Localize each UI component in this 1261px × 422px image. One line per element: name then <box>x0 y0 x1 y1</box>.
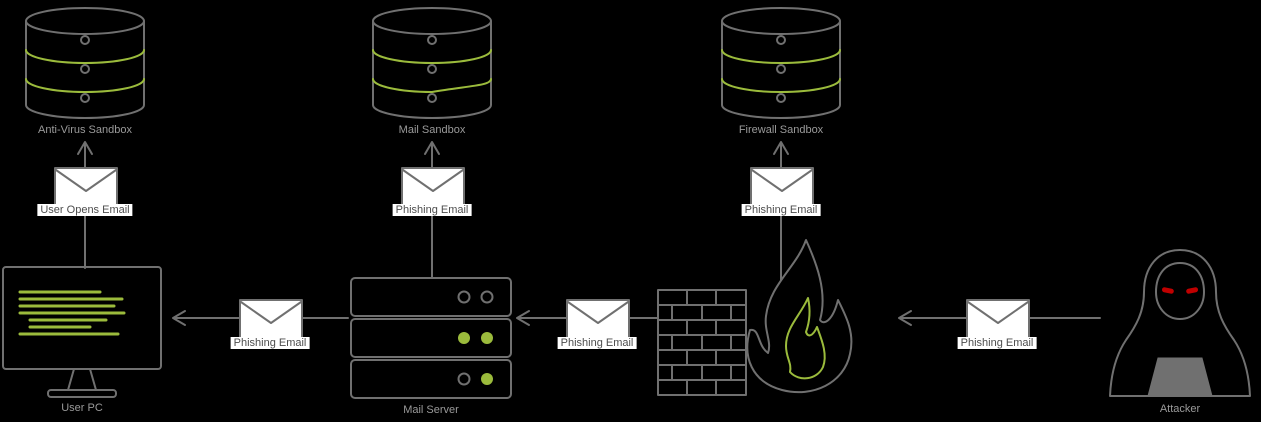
node-anti-virus-sandbox <box>24 6 146 122</box>
server-led-green <box>481 373 493 385</box>
node-attacker <box>1104 246 1256 400</box>
sandbox-label: Anti-Virus Sandbox <box>38 124 132 136</box>
brick-wall-icon <box>657 289 747 396</box>
node-label: Attacker <box>1159 403 1201 415</box>
attacker-eye <box>1186 287 1199 294</box>
arrow-head-left-1 <box>172 310 186 326</box>
database-icon <box>25 7 145 119</box>
edge-label: Phishing Email <box>230 337 310 349</box>
arrow-head-up-1 <box>77 141 93 155</box>
email-icon <box>750 167 814 207</box>
arrow-head-up-2 <box>424 141 440 155</box>
server-led <box>457 290 471 304</box>
edge-label: User Opens Email <box>37 204 133 216</box>
server-led <box>457 372 471 386</box>
node-firewall <box>656 230 868 402</box>
edge-label: Phishing Email <box>741 204 821 216</box>
sandbox-label: Firewall Sandbox <box>738 124 824 136</box>
server-led-green <box>481 332 493 344</box>
node-firewall-sandbox <box>720 6 842 122</box>
email-icon <box>239 299 303 339</box>
node-mail-sandbox <box>371 6 493 122</box>
attacker-icon <box>1109 249 1251 397</box>
node-mail-server <box>350 277 512 401</box>
server-led-green <box>458 332 470 344</box>
edge-label: Phishing Email <box>557 337 637 349</box>
server-led <box>480 290 494 304</box>
node-user-pc <box>2 266 164 400</box>
database-icon <box>372 7 492 119</box>
email-icon <box>966 299 1030 339</box>
email-icon <box>401 167 465 207</box>
hood-face-opening <box>1155 262 1205 320</box>
node-label: Mail Server <box>403 404 459 416</box>
database-icon <box>721 7 841 119</box>
arrow-head-up-3 <box>773 141 789 155</box>
node-label: User PC <box>61 402 103 414</box>
arrow-head-left-3 <box>898 310 912 326</box>
server-icon <box>350 277 512 399</box>
email-icon <box>54 167 118 207</box>
edge-label: Phishing Email <box>957 337 1037 349</box>
laptop-icon <box>1147 357 1213 397</box>
arrow-head-left-2 <box>516 310 530 326</box>
attacker-eye <box>1161 287 1174 294</box>
monitor-icon <box>2 266 162 398</box>
email-icon <box>566 299 630 339</box>
edge-label: Phishing Email <box>392 204 472 216</box>
sandbox-label: Mail Sandbox <box>398 124 466 136</box>
firewall-flame-icon <box>657 239 853 396</box>
flame-icon <box>746 239 853 394</box>
